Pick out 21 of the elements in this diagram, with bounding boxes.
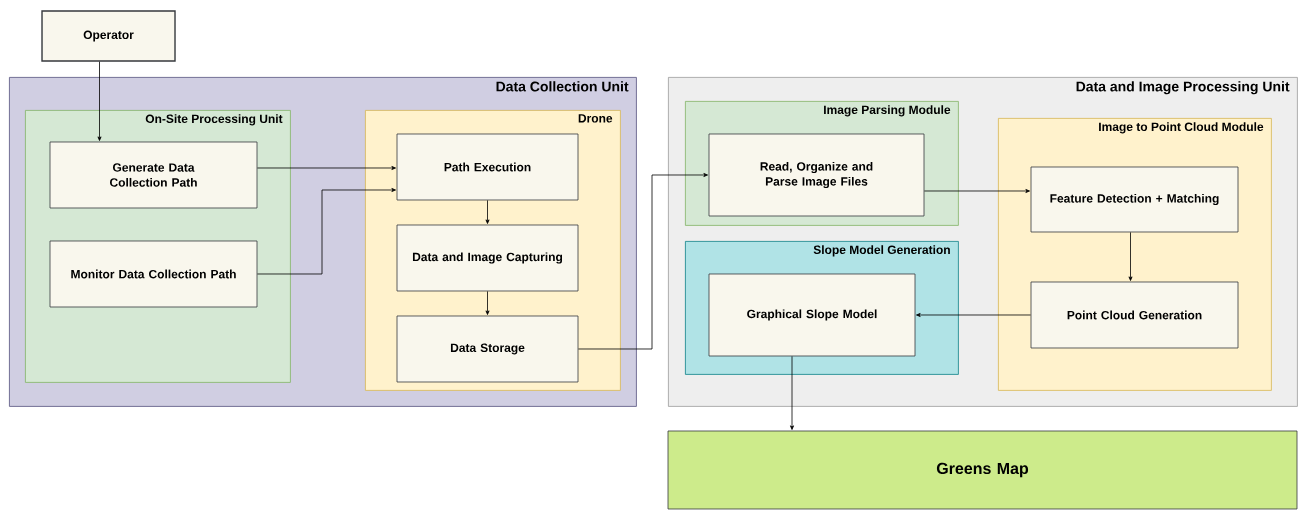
process-box: Feature Detection + Matching [1030,166,1239,233]
process-box: Data Storage [396,315,579,383]
process-box: Graphical Slope Model [708,273,916,357]
process-box: Generate Data Collection Path [49,141,258,209]
output-box: Greens Map [667,430,1298,510]
process-box: Data and Image Capturing [396,224,579,292]
arrow [257,188,396,275]
arrow [485,291,490,315]
arrow [97,61,102,141]
arrow [257,166,396,170]
arrow [790,356,794,430]
arrow [1128,232,1133,281]
arrow [485,200,490,224]
arrow [916,313,1031,317]
arrow [578,173,708,350]
process-box: Read, Organize and Parse Image Files [708,133,925,217]
process-box: Point Cloud Generation [1030,281,1239,349]
process-box: Operator [41,10,176,62]
arrow [924,189,1030,193]
process-box: Monitor Data Collection Path [49,240,258,308]
process-box: Path Execution [396,133,579,201]
